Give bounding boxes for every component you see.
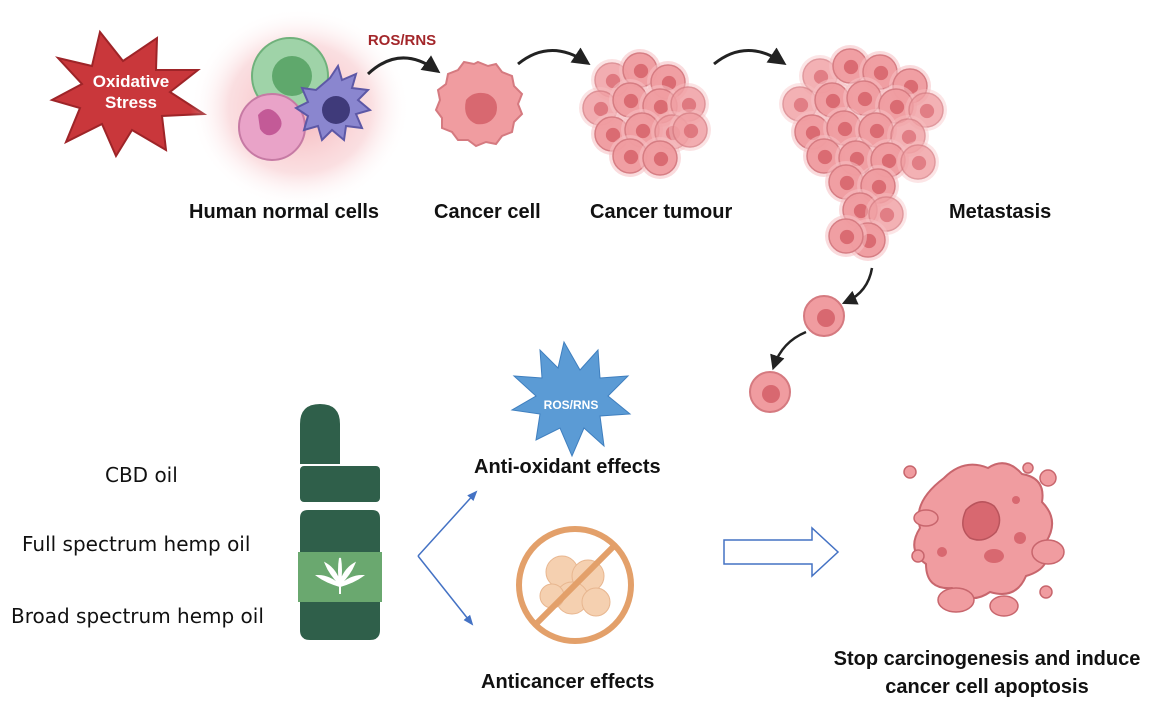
- cannabis-leaf-icon: [314, 557, 366, 594]
- metastatic-cell-2-icon: [749, 371, 791, 413]
- human-normal-cells-icon: [190, 8, 410, 208]
- label-anticancer-effects: Anticancer effects: [481, 671, 655, 693]
- arrow-normal-to-cancer: [366, 55, 441, 76]
- oil-bottle-icon: [298, 404, 382, 640]
- arrow-metastasis-down-2: [770, 330, 807, 371]
- ros-rns-label: ROS/RNS: [368, 32, 436, 49]
- oil-item-full-spectrum: Full spectrum hemp oil: [22, 532, 251, 556]
- cancer-cell-icon: [434, 60, 524, 148]
- oxidative-stress-star-icon: [49, 29, 208, 159]
- metastasis-icon: [779, 45, 947, 261]
- apoptotic-cell-icon: [903, 462, 1065, 617]
- metastatic-cell-1-icon: [803, 295, 845, 337]
- cancer-tumour-icon: [579, 49, 711, 179]
- arrow-metastasis-down-1: [841, 267, 874, 305]
- outcome-line2: cancer cell apoptosis: [885, 676, 1089, 698]
- result-arrow-icon: [723, 526, 840, 578]
- label-metastasis: Metastasis: [949, 201, 1052, 223]
- anticancer-prohibit-icon: [516, 526, 634, 644]
- arrow-cancer-to-tumour: [517, 47, 591, 66]
- label-human-normal-cells: Human normal cells: [189, 201, 380, 223]
- outcome-line1: Stop carcinogenesis and induce: [833, 648, 1141, 670]
- arrow-to-antioxidant: [417, 490, 478, 557]
- oxidative-stress-label-line2: Stress: [105, 93, 157, 112]
- label-antioxidant-effects: Anti-oxidant effects: [474, 456, 661, 478]
- arrow-to-anticancer: [417, 555, 474, 626]
- arrow-tumour-to-metastasis: [713, 47, 787, 66]
- ros-rns-burst-icon: [510, 340, 632, 458]
- label-cancer-cell: Cancer cell: [434, 201, 541, 223]
- ros-rns-burst-label: ROS/RNS: [544, 398, 599, 412]
- label-cancer-tumour: Cancer tumour: [590, 201, 733, 223]
- oxidative-stress-label-line1: Oxidative: [93, 72, 170, 91]
- oil-item-cbd: CBD oil: [105, 463, 178, 487]
- oil-item-broad-spectrum: Broad spectrum hemp oil: [11, 604, 264, 628]
